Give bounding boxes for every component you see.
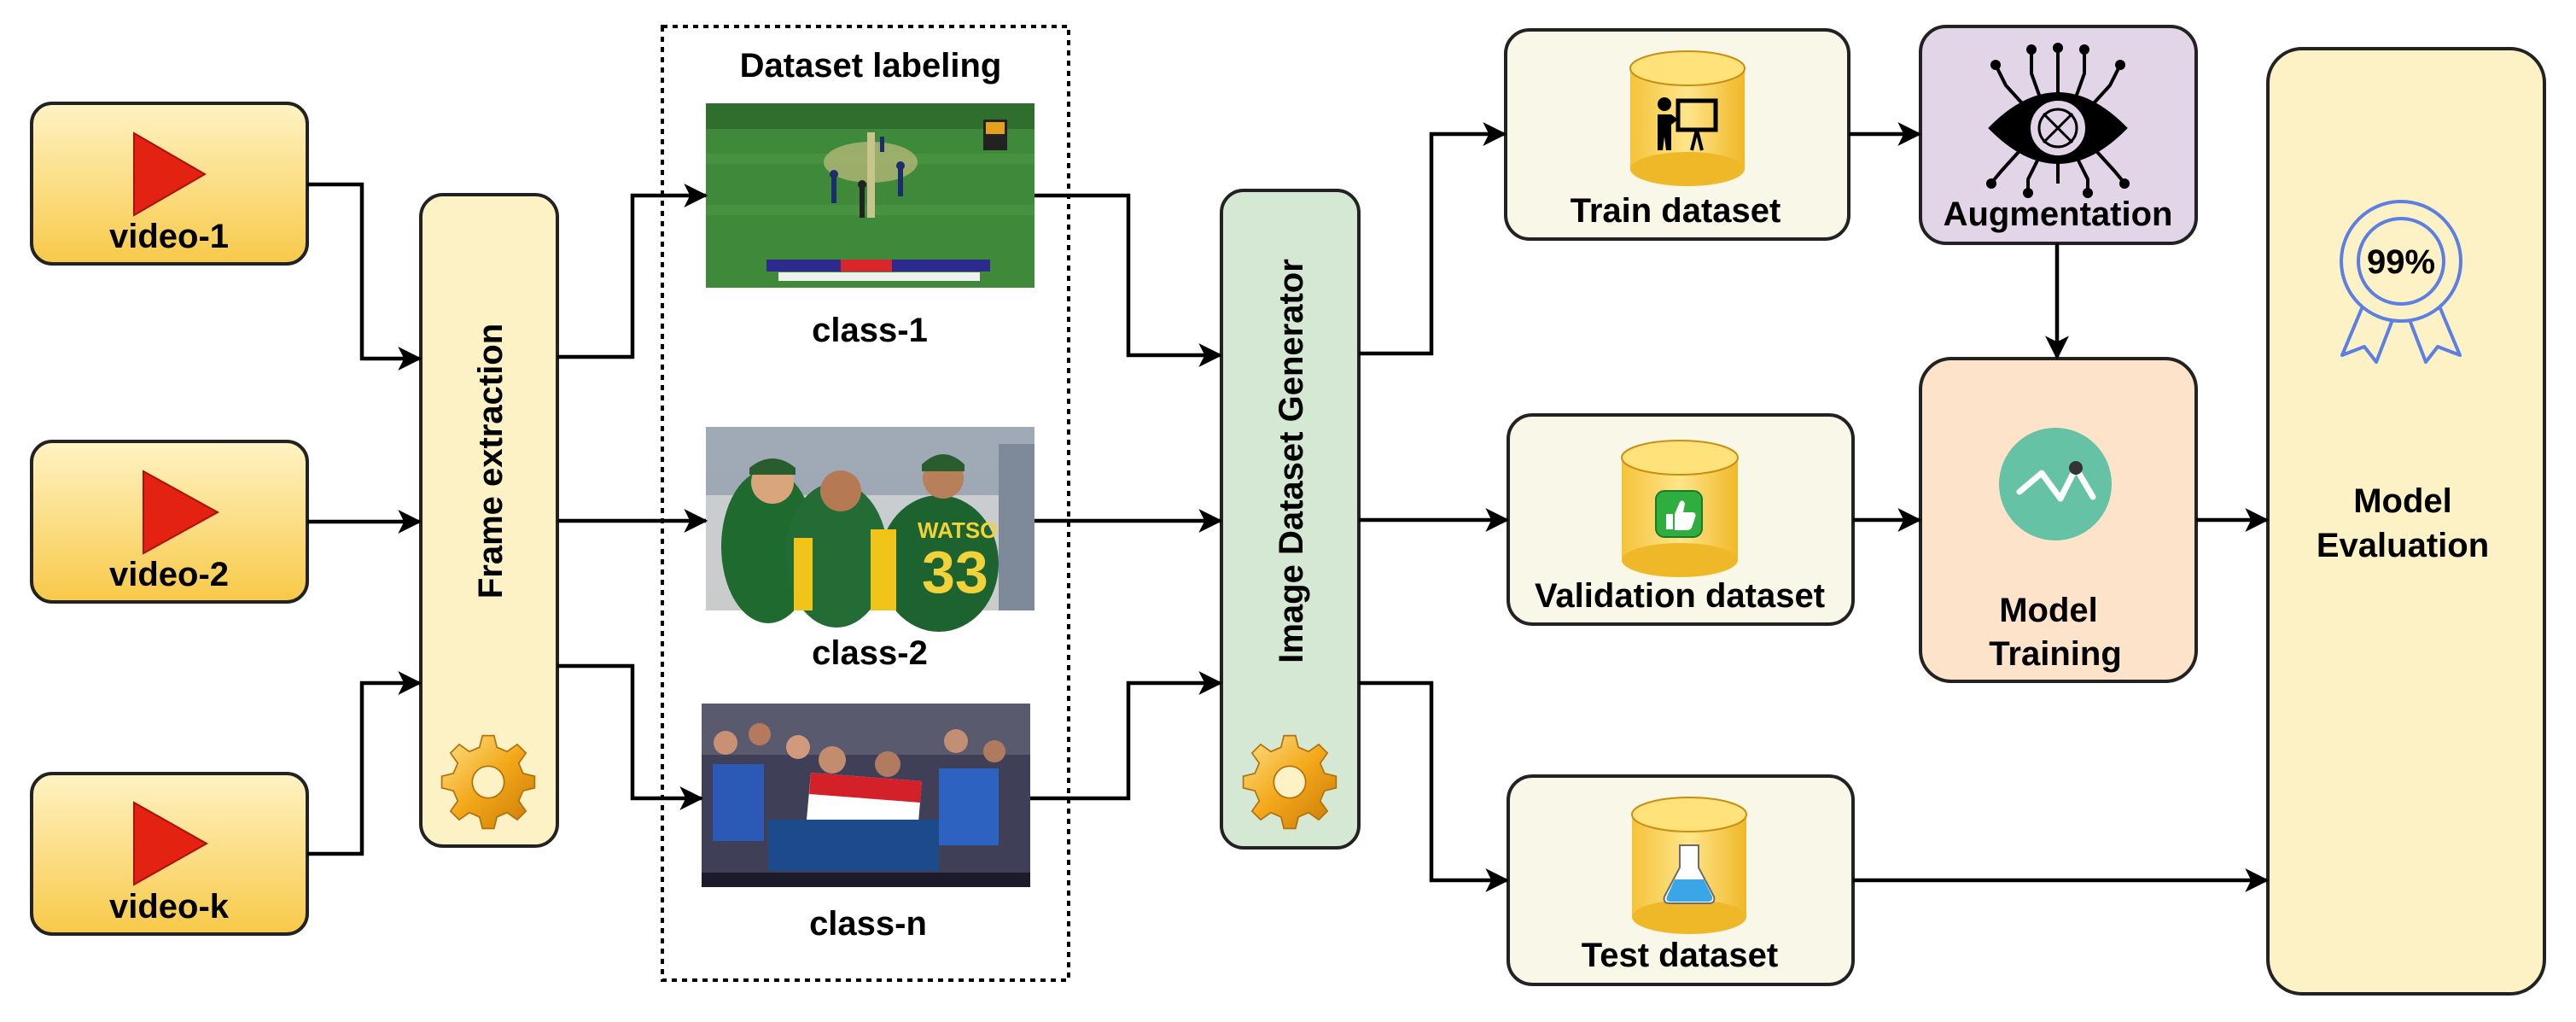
video-node-1: video-1 bbox=[30, 102, 309, 266]
flask-icon bbox=[1631, 797, 1747, 934]
frame-extraction-label: Frame extraction bbox=[472, 324, 510, 599]
edge-class-1-to-generator bbox=[1034, 193, 1223, 367]
play-icon bbox=[133, 801, 209, 886]
teacher-board-icon bbox=[1629, 50, 1746, 186]
edge-video1-to-frame-extraction bbox=[307, 182, 423, 371]
award-badge-icon: 99% bbox=[2340, 200, 2462, 364]
training-label-line2: Training bbox=[1989, 635, 2122, 673]
frame-extraction-node: Frame extraction bbox=[419, 193, 559, 848]
evaluation-label-line2: Evaluation bbox=[2317, 527, 2489, 564]
training-label-line1: Model bbox=[1999, 592, 2098, 629]
video-label: video-2 bbox=[109, 556, 229, 593]
connectors bbox=[307, 122, 2270, 892]
train-dataset-label: Train dataset bbox=[1571, 192, 1781, 230]
video-node-2: video-2 bbox=[30, 440, 309, 604]
model-evaluation-node: 99% Model Evaluation bbox=[2266, 47, 2546, 996]
dataset-labeling-group: Dataset labeling class-1 bbox=[661, 25, 1070, 982]
image-dataset-generator-node: Image Dataset Generator bbox=[1220, 189, 1361, 850]
video-label: video-k bbox=[109, 888, 230, 926]
class-2-label: class-2 bbox=[812, 634, 928, 672]
gear-icon bbox=[1242, 734, 1338, 830]
edge-class-n-to-generator bbox=[1030, 671, 1223, 801]
test-dataset-node: Test dataset bbox=[1507, 774, 1855, 986]
edge-generator-to-train bbox=[1359, 122, 1507, 356]
evaluation-badge: 99% bbox=[2367, 243, 2435, 281]
augmentation-node: Augmentation bbox=[1919, 25, 2198, 245]
play-icon bbox=[133, 131, 207, 217]
gear-icon bbox=[440, 734, 536, 830]
video-node-k: video-k bbox=[30, 772, 309, 936]
evaluation-label-line1: Model bbox=[2353, 482, 2452, 520]
validation-dataset-node: Validation dataset bbox=[1507, 413, 1855, 626]
generator-label: Image Dataset Generator bbox=[1273, 259, 1310, 663]
class-1-label: class-1 bbox=[812, 312, 928, 349]
svg-text:WATSON: WATSON bbox=[918, 517, 1013, 543]
augmentation-label: Augmentation bbox=[1944, 196, 2173, 233]
test-dataset-label: Test dataset bbox=[1582, 937, 1778, 974]
edge-frame-extraction-to-class-n bbox=[557, 663, 704, 810]
train-dataset-node: Train dataset bbox=[1504, 28, 1850, 241]
svg-text:33: 33 bbox=[922, 539, 988, 605]
class-n-image bbox=[702, 704, 1030, 887]
circuit-eye-icon bbox=[1986, 43, 2130, 198]
edge-videok-to-frame-extraction bbox=[307, 671, 423, 856]
class-n-label: class-n bbox=[809, 905, 927, 943]
edge-frame-extraction-to-class-1 bbox=[557, 184, 708, 359]
class-1-image bbox=[706, 103, 1034, 288]
validation-dataset-label: Validation dataset bbox=[1535, 577, 1825, 615]
edge-generator-to-test bbox=[1359, 680, 1510, 892]
thumbs-up-icon bbox=[1621, 440, 1739, 577]
line-chart-icon bbox=[1999, 428, 2112, 540]
video-label: video-1 bbox=[109, 218, 229, 255]
model-training-node: Model Training bbox=[1919, 357, 2198, 683]
play-icon bbox=[143, 470, 220, 555]
dataset-labeling-title: Dataset labeling bbox=[740, 47, 1002, 85]
class-2-image: WATSON 33 bbox=[706, 427, 1034, 632]
